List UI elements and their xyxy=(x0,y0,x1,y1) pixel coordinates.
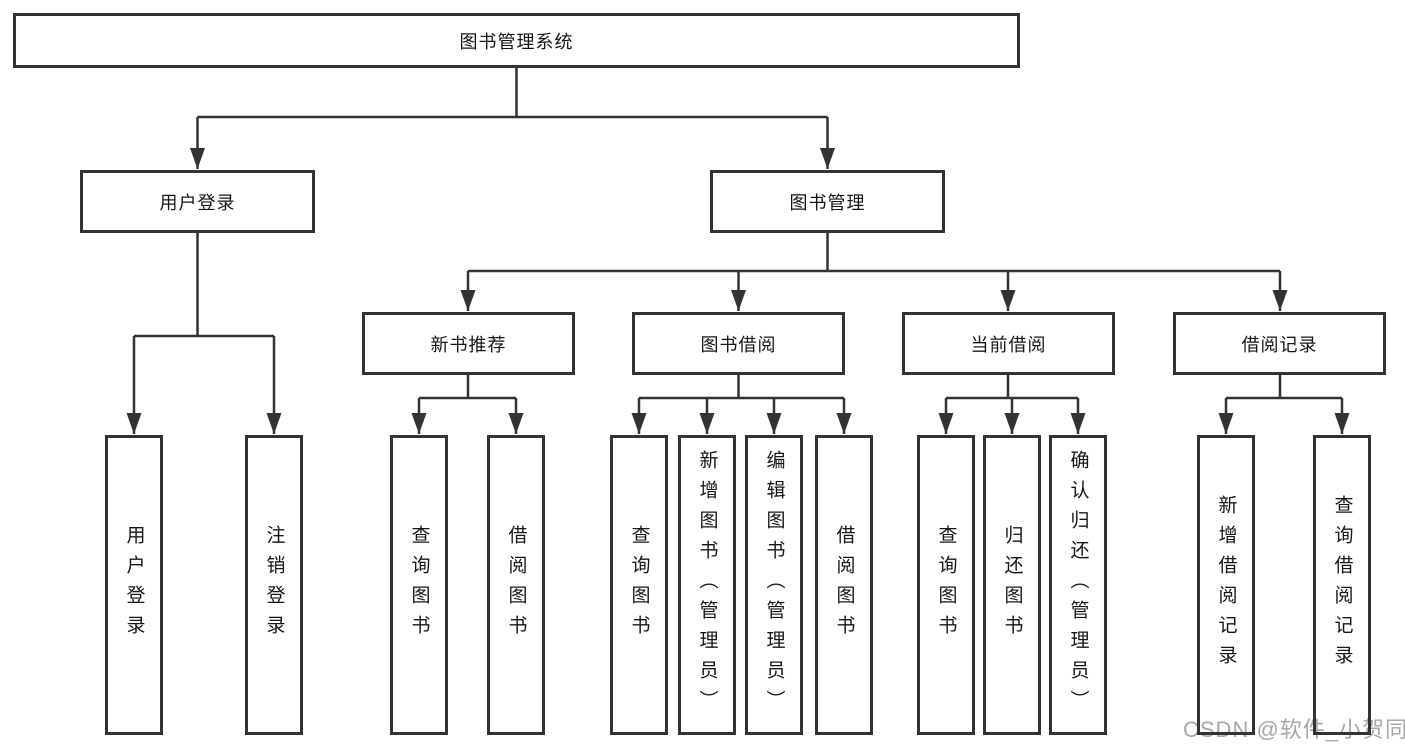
leaf-borrow-books: 借阅图书 xyxy=(815,435,873,735)
node-current-borrow: 当前借阅 xyxy=(902,312,1115,375)
leaf-query-borrow-record-label: 查询借阅记录 xyxy=(1331,495,1353,675)
node-book-borrow: 图书借阅 xyxy=(632,312,845,375)
node-book-borrow-label: 图书借阅 xyxy=(700,334,777,355)
leaf-query-books-recommend: 查询图书 xyxy=(390,435,448,735)
leaf-add-books-admin-label: 新增图书（管理员） xyxy=(696,450,718,720)
leaf-borrow-books-recommend: 借阅图书 xyxy=(487,435,545,735)
csdn-watermark: CSDN @软件_小贺同学 xyxy=(1183,717,1405,742)
leaf-add-borrow-record-label: 新增借阅记录 xyxy=(1215,495,1237,675)
leaf-user-login-label: 用户登录 xyxy=(123,525,145,645)
leaf-query-borrow-record: 查询借阅记录 xyxy=(1313,435,1371,735)
node-new-book-recommend: 新书推荐 xyxy=(362,312,575,375)
leaf-edit-books-admin: 编辑图书（管理员） xyxy=(745,435,803,735)
leaf-borrow-books-recommend-label: 借阅图书 xyxy=(505,525,527,645)
leaf-return-books: 归还图书 xyxy=(983,435,1041,735)
node-user-login: 用户登录 xyxy=(80,170,315,233)
leaf-confirm-return-admin-label: 确认归还（管理员） xyxy=(1067,450,1089,720)
connector-arrows xyxy=(126,117,1350,434)
leaf-logout-label: 注销登录 xyxy=(263,525,285,645)
leaf-query-books-recommend-label: 查询图书 xyxy=(408,525,430,645)
leaf-user-login: 用户登录 xyxy=(105,435,163,735)
leaf-query-books-current-label: 查询图书 xyxy=(935,525,957,645)
leaf-return-books-label: 归还图书 xyxy=(1001,525,1023,645)
leaf-logout: 注销登录 xyxy=(245,435,303,735)
leaf-query-books-borrow-label: 查询图书 xyxy=(628,525,650,645)
leaf-add-books-admin: 新增图书（管理员） xyxy=(678,435,736,735)
node-root-system: 图书管理系统 xyxy=(13,13,1020,68)
connector-stems xyxy=(134,68,1342,400)
node-current-borrow-label: 当前借阅 xyxy=(970,334,1047,355)
leaf-query-books-borrow: 查询图书 xyxy=(610,435,668,735)
leaf-query-books-current: 查询图书 xyxy=(917,435,975,735)
node-root-label: 图书管理系统 xyxy=(459,31,574,52)
node-book-management: 图书管理 xyxy=(710,170,945,233)
node-borrow-records-label: 借阅记录 xyxy=(1241,334,1318,355)
node-borrow-records: 借阅记录 xyxy=(1173,312,1386,375)
leaf-add-borrow-record: 新增借阅记录 xyxy=(1197,435,1255,735)
leaf-borrow-books-label: 借阅图书 xyxy=(833,525,855,645)
leaf-confirm-return-admin: 确认归还（管理员） xyxy=(1049,435,1107,735)
node-new-book-recommend-label: 新书推荐 xyxy=(430,334,507,355)
node-book-management-label: 图书管理 xyxy=(789,192,866,213)
node-user-login-label: 用户登录 xyxy=(159,192,236,213)
leaf-edit-books-admin-label: 编辑图书（管理员） xyxy=(763,450,785,720)
